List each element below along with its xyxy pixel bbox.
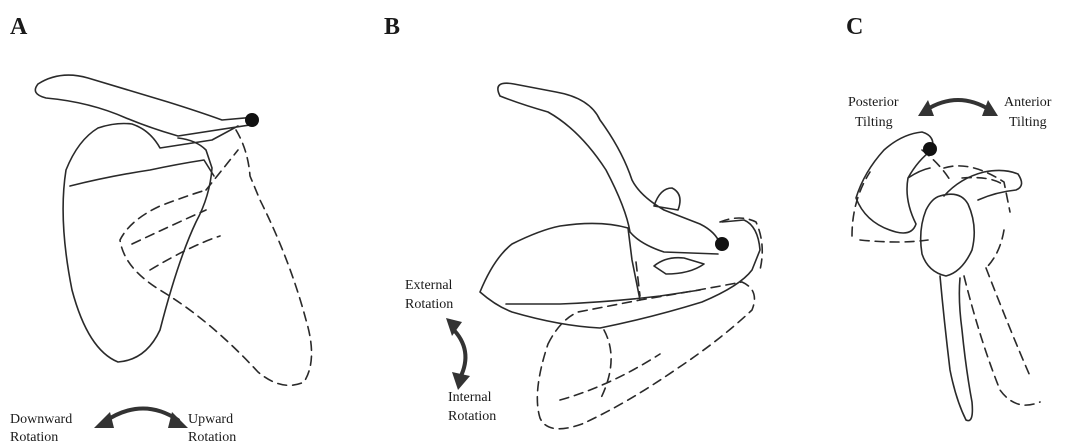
panel-a-downward-label-1: Downward	[10, 412, 72, 427]
panel-b-pivot-point	[715, 237, 729, 251]
panel-b-scapula-dashed	[537, 218, 762, 429]
panel-b-external-label-1: External	[405, 278, 453, 293]
panel-c-anterior-label-2: Tilting	[1009, 115, 1047, 130]
panel-c-posterior-label-1: Posterior	[848, 95, 899, 110]
panel-a-downward-label-2: Rotation	[10, 430, 58, 445]
panel-c-pivot-point	[923, 142, 937, 156]
panel-b-arrowhead-top	[446, 318, 462, 336]
panel-a-rotation-arrow	[104, 408, 178, 422]
panel-b-external-label-2: Rotation	[405, 297, 453, 312]
panel-a: A Downward Rotation Upward Rotation	[10, 14, 312, 445]
panel-a-upward-label-1: Upward	[188, 412, 233, 427]
panel-c: C Posterior Tilting Anterior Tilting	[846, 14, 1052, 421]
panel-b-internal-label-2: Rotation	[448, 409, 496, 424]
panel-b-arrowhead-bottom	[452, 372, 470, 390]
panel-a-pivot-point	[245, 113, 259, 127]
panel-c-letter: C	[846, 14, 863, 40]
panel-b: B External Rotation Internal Rotation	[384, 14, 762, 429]
panel-c-tilting-arrow	[926, 100, 990, 110]
panel-b-letter: B	[384, 14, 400, 40]
panel-c-posterior-label-2: Tilting	[855, 115, 893, 130]
panel-a-upward-label-2: Rotation	[188, 430, 236, 445]
panel-c-scapula-solid	[856, 132, 1022, 421]
panel-b-rotation-arrow	[452, 328, 465, 378]
panel-b-scapula-solid	[480, 83, 760, 328]
panel-a-arrowhead-left	[94, 412, 114, 428]
panel-c-anterior-label-1: Anterior	[1004, 95, 1052, 110]
panel-a-letter: A	[10, 14, 28, 40]
panel-c-scapula-dashed	[852, 150, 1040, 405]
panel-b-internal-label-1: Internal	[448, 390, 492, 405]
panel-a-scapula-solid	[35, 75, 256, 362]
